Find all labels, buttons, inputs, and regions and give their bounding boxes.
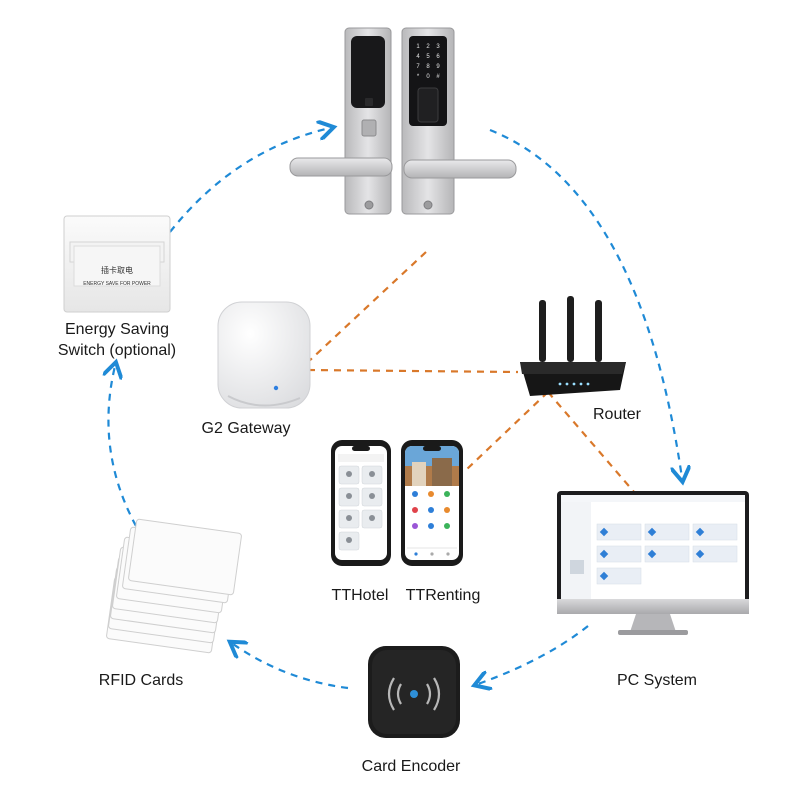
link-lock-gateway: [307, 251, 427, 363]
g2-gateway-label: G2 Gateway: [201, 420, 291, 437]
arrow-pc-to-encoder: [478, 625, 589, 684]
svg-text:7: 7: [416, 64, 420, 70]
status-led-icon: [273, 385, 279, 391]
switch-print-subtitle: ENERGY SAVE FOR POWER: [83, 281, 151, 287]
pc-system: [557, 491, 749, 635]
rfid-cards: [106, 518, 242, 654]
svg-text:4: 4: [416, 54, 420, 60]
arrow-cards-to-switch: [108, 366, 137, 527]
svg-text:6: 6: [436, 54, 440, 60]
tthotel-label: TTHotel: [331, 587, 389, 604]
rfid-waves-icon: [387, 677, 441, 711]
switch-print-title: 插卡取电: [101, 265, 133, 275]
flow-arrows: [108, 128, 682, 688]
arrow-encoder-to-cards: [233, 644, 349, 690]
rfid-cards-label: RFID Cards: [98, 672, 184, 689]
energy-switch-label-line2: Switch (optional): [57, 342, 177, 359]
g2-gateway: [217, 301, 311, 409]
svg-text:9: 9: [436, 64, 440, 70]
router-label: Router: [592, 406, 642, 423]
svg-text:2: 2: [426, 44, 430, 50]
energy-switch: 插卡取电 ENERGY SAVE FOR POWER: [63, 215, 171, 313]
svg-text:0: 0: [426, 74, 430, 80]
link-router-pc: [547, 391, 635, 493]
card-encoder-label: Card Encoder: [361, 758, 461, 775]
router-leds-icon: [558, 382, 590, 386]
arrow-switch-to-lock: [169, 128, 330, 233]
svg-text:#: #: [436, 74, 440, 80]
svg-text:8: 8: [426, 64, 430, 70]
card-encoder: [368, 646, 460, 738]
link-gateway-router: [307, 368, 519, 374]
svg-text:*: *: [417, 74, 420, 80]
router: [520, 296, 626, 396]
pc-system-label: PC System: [616, 672, 697, 689]
link-router-ttrenting: [465, 391, 549, 471]
arrow-lock-to-pc: [489, 128, 682, 478]
ttrenting-label: TTRenting: [405, 587, 481, 604]
svg-text:5: 5: [426, 54, 430, 60]
energy-switch-label-line1: Energy Saving: [64, 321, 170, 338]
svg-text:3: 3: [436, 44, 440, 50]
phone-ttrenting: [401, 440, 463, 566]
network-links: [307, 251, 635, 493]
phone-tthotel: [331, 440, 391, 566]
svg-text:1: 1: [416, 44, 420, 50]
